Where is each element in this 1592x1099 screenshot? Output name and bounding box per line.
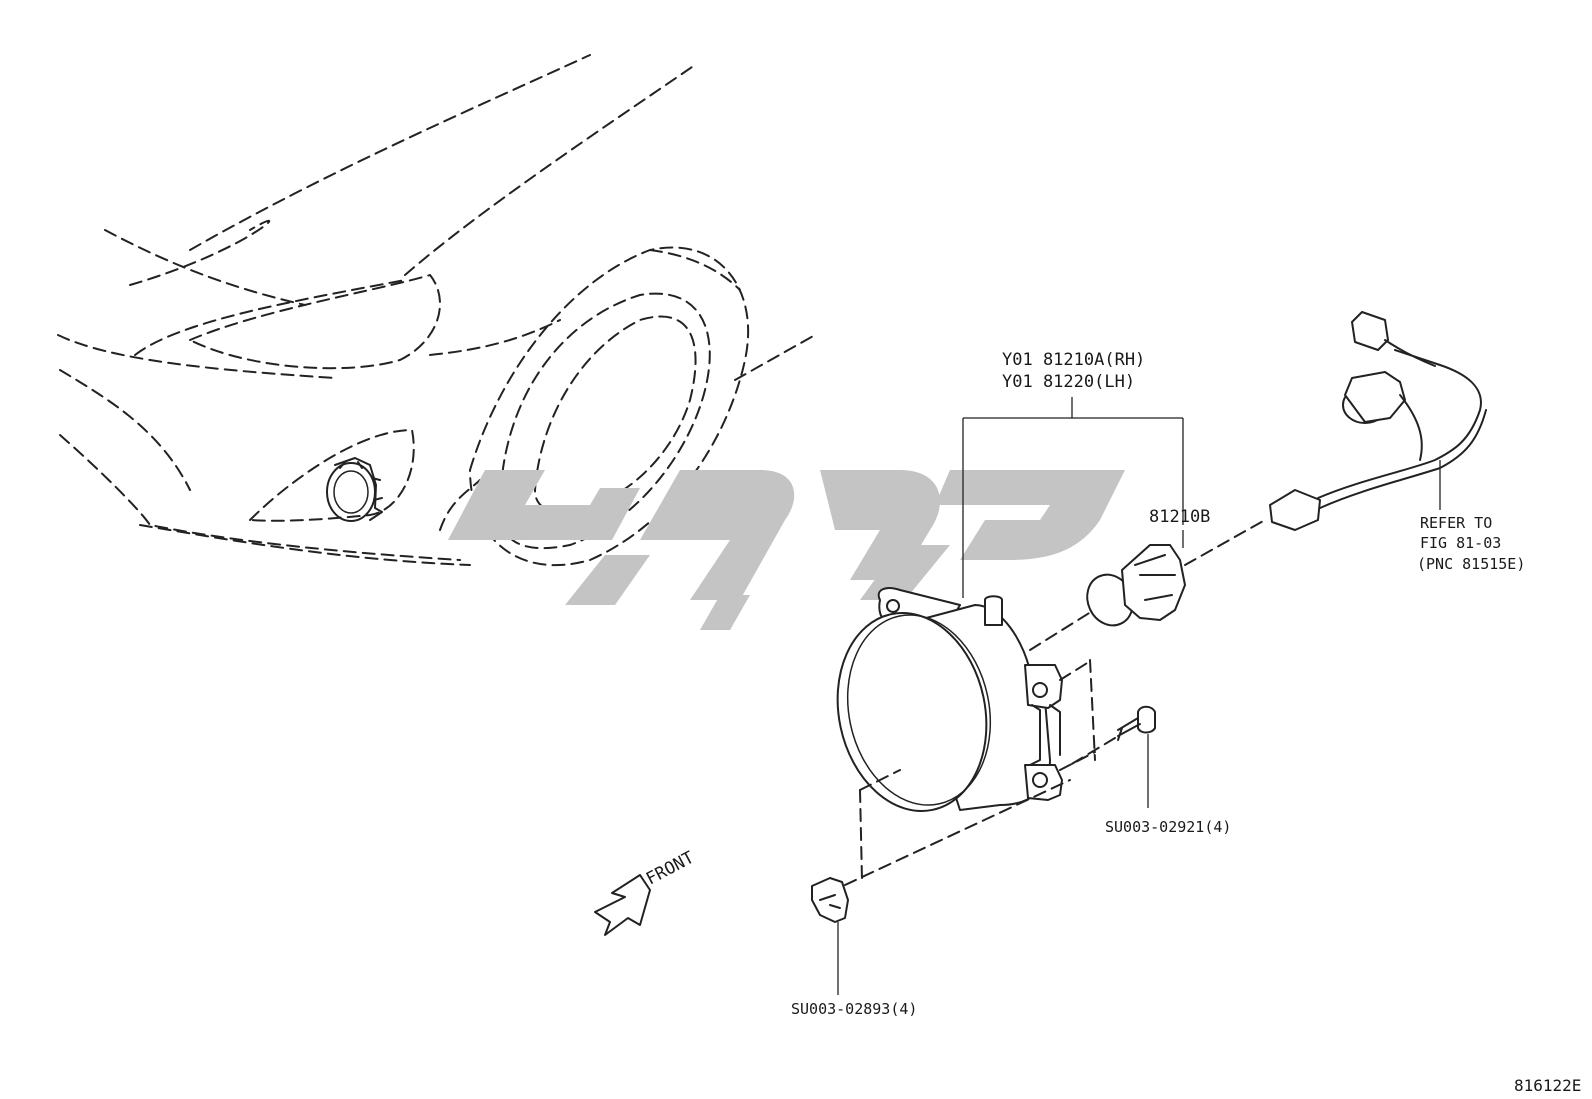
car-body-outline xyxy=(57,54,816,567)
wire-harness xyxy=(1269,311,1487,531)
fog-lamp-on-car xyxy=(326,457,383,522)
label-refer-1: REFER TO xyxy=(1420,514,1492,532)
label-clip: SU003-02893(4) xyxy=(791,1000,917,1018)
arrow-left-down-icon xyxy=(594,874,651,936)
label-refer-2: FIG 81-03 xyxy=(1420,534,1501,552)
label-refer-3: (PNC 81515E) xyxy=(1417,555,1525,573)
label-screw: SU003-02921(4) xyxy=(1105,818,1231,836)
front-indicator: FRONT xyxy=(594,848,698,936)
label-bulb: 81210B xyxy=(1149,507,1210,527)
label-assembly-lh: Y01 81220(LH) xyxy=(1002,372,1135,392)
screw xyxy=(1069,705,1156,808)
fog-bulb xyxy=(1086,519,1266,627)
figure-id: 816122E xyxy=(1514,1076,1581,1095)
label-front: FRONT xyxy=(643,848,698,890)
fog-lamp-assembly xyxy=(836,587,1111,886)
watermark-logo xyxy=(448,470,1125,630)
label-assembly-rh: Y01 81210A(RH) xyxy=(1002,350,1145,370)
clip xyxy=(811,877,849,995)
label-bracket xyxy=(962,397,1184,598)
